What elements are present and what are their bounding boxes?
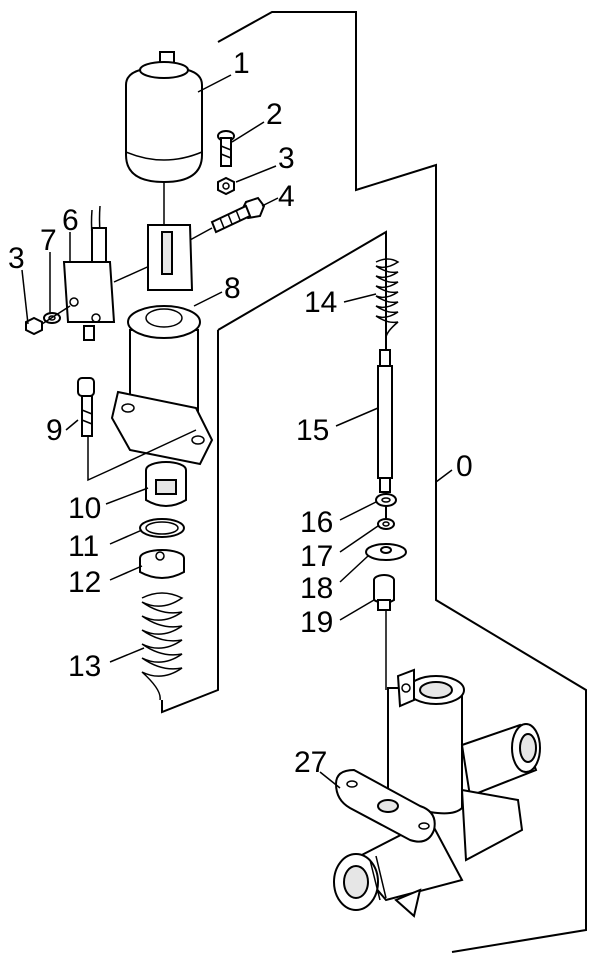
part-cap (125, 51, 203, 230)
part-valve-seat (373, 574, 395, 690)
callout-14: 14 (304, 286, 337, 319)
leader-lines (21, 74, 453, 789)
callout-16: 16 (300, 506, 333, 539)
part-nut-left (25, 305, 71, 336)
callout-27: 27 (294, 746, 327, 779)
part-washer-lower (365, 543, 407, 561)
group-outline-0 (217, 11, 587, 953)
part-seal-ring (375, 493, 397, 507)
part-spring-large (141, 592, 184, 701)
callout-15: 15 (296, 414, 329, 447)
callout-2: 2 (266, 98, 283, 131)
part-flange-gasket (334, 768, 436, 843)
part-o-ring (139, 518, 185, 538)
part-piston-disc (139, 549, 185, 579)
callout-12: 12 (68, 566, 101, 599)
part-cap-screw (77, 377, 197, 482)
callout-3-left: 3 (8, 242, 25, 275)
part-valve-sleeve (145, 461, 187, 507)
callout-3-top: 3 (278, 142, 295, 175)
part-washer-upper (377, 518, 395, 530)
callout-8: 8 (224, 272, 241, 305)
part-screw (217, 130, 235, 167)
callout-17: 17 (300, 540, 333, 573)
part-spring-small (375, 258, 400, 339)
callout-10: 10 (68, 492, 101, 525)
group-outline-8 (161, 230, 387, 714)
callout-18: 18 (300, 572, 333, 605)
callout-1: 1 (233, 47, 250, 80)
part-housing (110, 224, 214, 466)
callout-11: 11 (68, 530, 99, 563)
callout-9: 9 (46, 414, 63, 447)
part-switch (62, 205, 155, 341)
part-bolt (189, 196, 266, 241)
callout-7: 7 (40, 224, 57, 257)
callout-0: 0 (456, 450, 473, 483)
callout-19: 19 (300, 606, 333, 639)
part-valve-stem (377, 349, 393, 493)
callout-4: 4 (278, 180, 295, 213)
callout-13: 13 (68, 650, 101, 683)
callout-labels: 1 2 3 4 6 7 3 8 14 9 15 0 10 16 11 17 12… (8, 47, 473, 779)
part-nut-top (217, 176, 235, 196)
callout-6: 6 (62, 204, 79, 237)
part-valve-body (333, 668, 541, 918)
